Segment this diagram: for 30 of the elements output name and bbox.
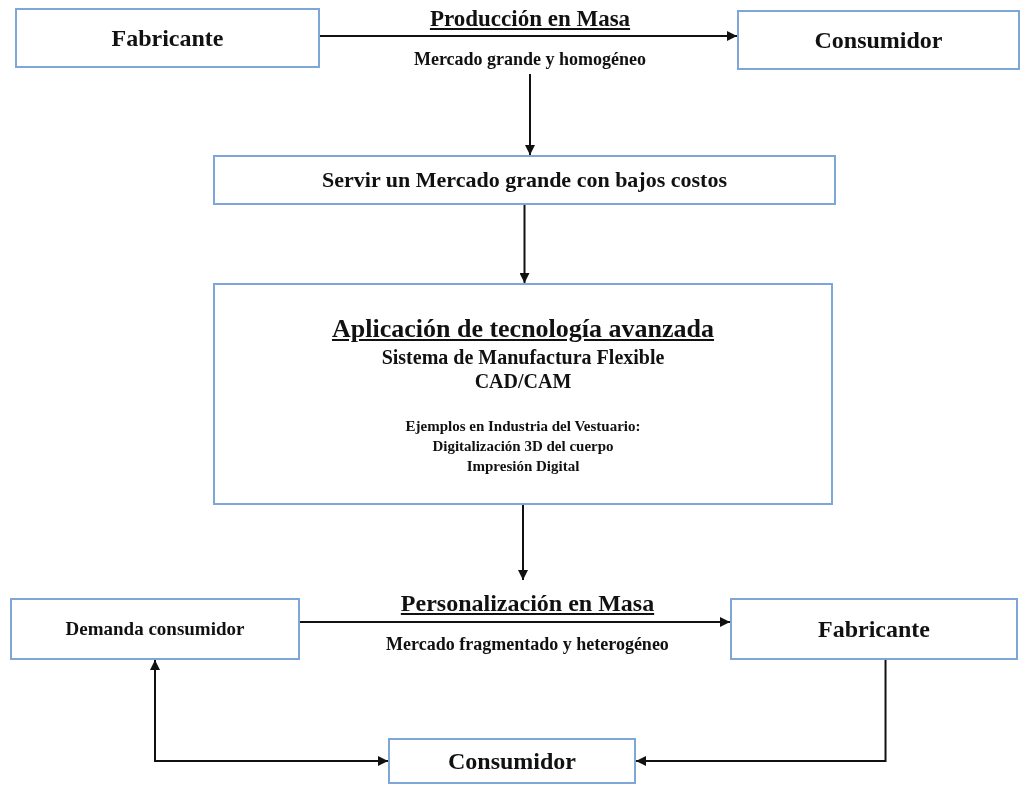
heading-text: Personalización en Masa — [400, 588, 655, 618]
label-text: Fabricante — [818, 614, 930, 644]
label-text: Sistema de Manufactura Flexible — [381, 344, 665, 369]
label-text: Fabricante — [111, 23, 224, 53]
label-text: Mercado grande y homogéneo — [413, 49, 647, 71]
heading-text: Producción en Masa — [429, 5, 631, 33]
process-box — [213, 283, 833, 505]
label-text: Servir un Mercado grande con bajos costos — [322, 166, 727, 194]
heading-text: Aplicación de tecnología avanzada — [331, 313, 715, 345]
label-text: Consumidor — [448, 746, 576, 776]
arrow — [299, 617, 731, 627]
label-text: Ejemplos en Industria del Vestuario: — [405, 416, 641, 435]
arrow — [635, 659, 887, 766]
process-box — [10, 598, 300, 660]
process-box — [388, 738, 636, 784]
label-text: Digitalización 3D del cuerpo — [432, 436, 614, 455]
label-text: Demanda consumidor — [65, 617, 245, 641]
label-text: Consumidor — [814, 25, 943, 55]
arrow — [319, 31, 738, 41]
label-text: Mercado fragmentado y heterogéneo — [386, 633, 669, 656]
label-text: Impresión Digital — [466, 456, 580, 475]
arrow — [525, 73, 535, 156]
process-box — [730, 598, 1018, 660]
process-box — [15, 8, 320, 68]
label-text: CAD/CAM — [474, 368, 572, 393]
arrow — [518, 504, 528, 581]
arrow — [150, 659, 389, 766]
process-box — [737, 10, 1020, 70]
arrow — [519, 204, 530, 284]
process-box — [213, 155, 836, 205]
